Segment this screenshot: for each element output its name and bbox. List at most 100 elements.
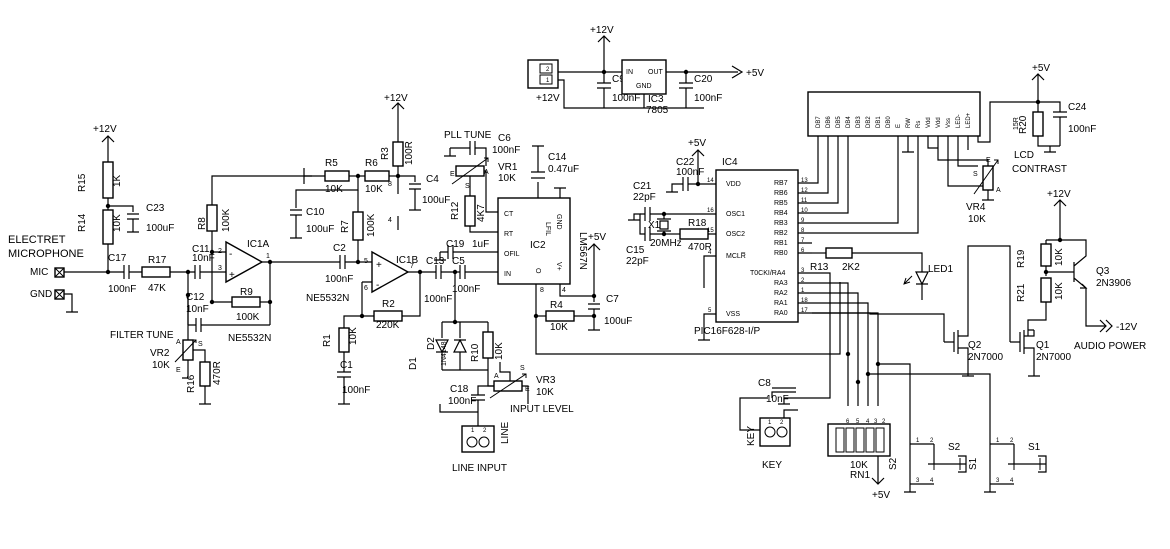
- r17-value: 47K: [148, 283, 166, 294]
- ic3-7805: [621, 59, 667, 95]
- c11-value: 10nF: [192, 253, 215, 264]
- r16-label: R16: [186, 374, 197, 393]
- r14-value: 10K: [112, 214, 123, 232]
- vr3-pin-a: A: [494, 373, 499, 380]
- key-conn-pin2: 2: [780, 420, 784, 426]
- ic2-pin-rt: RT: [504, 231, 514, 238]
- label-audio-power: AUDIO POWER: [1074, 341, 1146, 352]
- rail-p5-b: +5V: [746, 68, 764, 79]
- label-electret: ELECTRET: [8, 234, 66, 246]
- ic1b-minus: -: [376, 280, 379, 291]
- key-pin1: [764, 426, 776, 438]
- r9-value: 100K: [236, 312, 260, 323]
- r4-value: 10K: [550, 322, 568, 333]
- vr2-pin-a: A: [176, 339, 181, 346]
- c8-label: C8: [758, 378, 771, 389]
- power-conn-pin2-num: 2: [546, 67, 550, 73]
- mic-bias-network: +12V R15 1K R14 10K C23 100uF: [77, 124, 174, 275]
- lcd-rw: RW: [906, 118, 912, 128]
- lcd-db7: DB7: [816, 116, 822, 128]
- r19-value: 10K: [1054, 248, 1065, 266]
- r12-resistor: [464, 195, 476, 227]
- line-conn-label: LINE: [500, 421, 511, 444]
- s1-pin4: 4: [1010, 478, 1014, 484]
- ic1a-pin1: 1: [266, 253, 270, 260]
- rail-p5-a: +5V: [588, 232, 606, 243]
- r3-value: 100R: [404, 141, 415, 165]
- vr3-value: 10K: [536, 387, 554, 398]
- ic4-rb2: RB2: [774, 230, 788, 237]
- r16-value: 470R: [212, 361, 223, 385]
- r10-resistor: [482, 331, 494, 359]
- r13-value: 2K2: [842, 262, 860, 273]
- c6-label: C6: [498, 133, 511, 144]
- rn1-pin4: 4: [866, 419, 870, 425]
- ic1a-opamp: - + 2 3 1 IC1A NE5532N R8 100K R9 100K: [197, 175, 335, 344]
- vr1-label: VR1: [498, 162, 518, 173]
- ic2-pin-gnd: GND: [555, 214, 562, 230]
- x1-label: X1: [648, 220, 661, 231]
- key-pin2: [776, 426, 788, 438]
- ic1a-part: NE5532N: [228, 333, 271, 344]
- c17-label: C17: [108, 253, 127, 264]
- r17-resistor: [141, 266, 171, 278]
- r7-label: R7: [340, 220, 351, 233]
- ic1a-minus: -: [229, 249, 232, 260]
- r10-value: 10K: [494, 342, 505, 360]
- c24-value: 100nF: [1068, 124, 1096, 135]
- c4-value: 100uF: [422, 195, 450, 206]
- c10-label: C10: [306, 207, 325, 218]
- s2-side: S2: [888, 457, 899, 470]
- c5-label: C5: [452, 256, 465, 267]
- ic4-rpin17: 17: [801, 308, 808, 314]
- line-input-connector: [461, 425, 495, 453]
- power-conn-label: +12V: [536, 93, 560, 104]
- c19-label: C19: [446, 239, 465, 250]
- power-conn-pin1: [539, 74, 553, 85]
- c15-label: C15: [626, 245, 645, 256]
- vr2-label: VR2: [150, 348, 170, 359]
- label-line-input: LINE INPUT: [452, 463, 507, 474]
- q1-value: 2N7000: [1036, 352, 1071, 363]
- ic4-ra1: RA1: [774, 300, 788, 307]
- r5-label: R5: [325, 158, 338, 169]
- vr3-label: VR3: [536, 375, 556, 386]
- d2-label: D2: [426, 337, 437, 350]
- ic4-lpin14: 14: [707, 178, 714, 184]
- power-connector: [527, 59, 559, 89]
- mic-input-section: ELECTRET MICROPHONE MIC GND: [8, 234, 120, 313]
- c14-label: C14: [548, 152, 567, 163]
- lcd-e: E: [896, 124, 902, 128]
- label-filter-tune: FILTER TUNE: [110, 330, 174, 341]
- ic2-pin-ct: CT: [504, 211, 514, 218]
- label-mic: MIC: [30, 267, 48, 278]
- rail-p5-c: +5V: [688, 138, 706, 149]
- s1-label: S1: [1028, 442, 1041, 453]
- ic2-pin-lfil: LFIL: [544, 222, 551, 236]
- c19-value: 1uF: [472, 239, 489, 250]
- ic3-out: OUT: [648, 69, 664, 76]
- r16-resistor: [199, 361, 211, 387]
- ic4-vss: VSS: [726, 311, 740, 318]
- ic4-rpin7: 7: [801, 238, 805, 244]
- ic4-lpin4: 4: [708, 250, 712, 256]
- r5-resistor: [324, 170, 350, 182]
- lcd-led-plus: LED+: [966, 112, 972, 128]
- ic1-pin8: 8: [388, 181, 392, 188]
- s1-side: S1: [968, 457, 979, 470]
- r18-value: 470R: [688, 242, 712, 253]
- lcd-vdd-a: Vdd: [926, 117, 932, 128]
- ic4-ra4: T0CKI/RA4: [750, 270, 786, 277]
- lcd-db1: DB1: [876, 116, 882, 128]
- r15-label: R15: [77, 173, 88, 192]
- c12-value: 10nF: [186, 304, 209, 315]
- lcd-db4: DB4: [846, 116, 852, 128]
- lcd-connector: [807, 91, 981, 137]
- c5-value: 100nF: [452, 284, 480, 295]
- r20-resistor: [1032, 111, 1044, 137]
- c22-label: C22: [676, 157, 695, 168]
- q3-label: Q3: [1096, 266, 1110, 277]
- c18-label: C18: [450, 384, 469, 395]
- ic4-rb7: RB7: [774, 180, 788, 187]
- c24-label: C24: [1068, 102, 1087, 113]
